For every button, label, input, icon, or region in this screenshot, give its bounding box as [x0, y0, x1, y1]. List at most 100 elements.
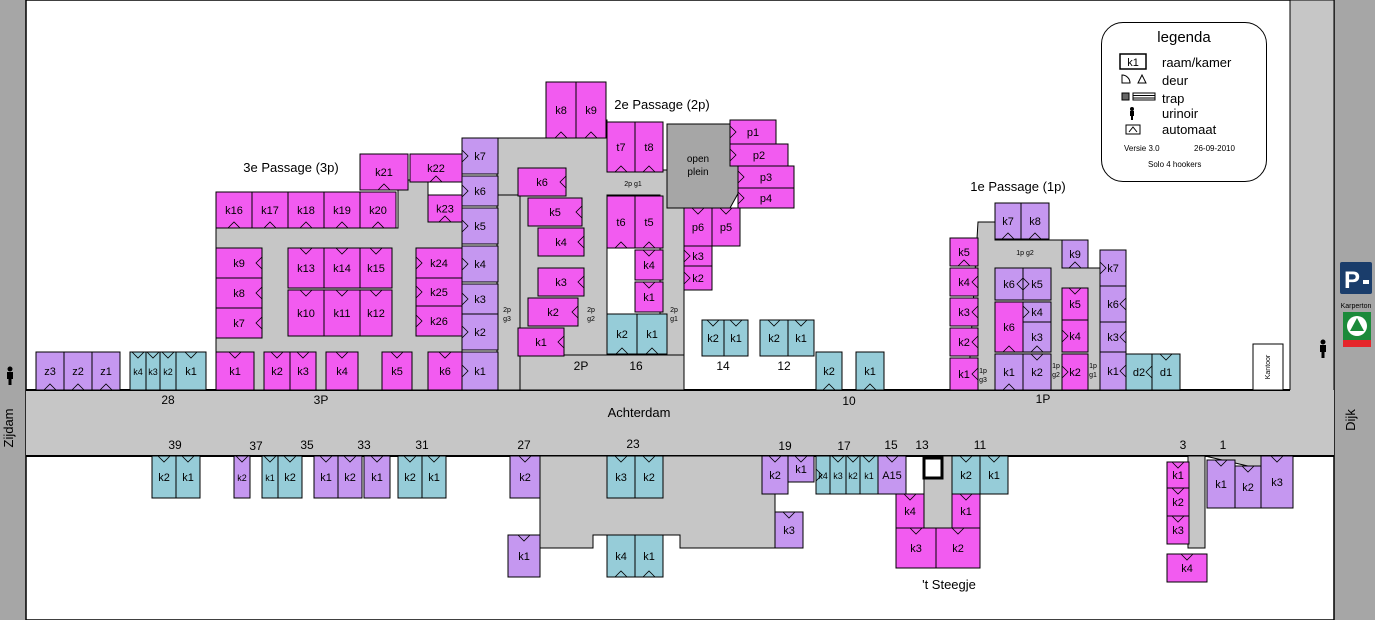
- house-number: 28: [161, 393, 175, 407]
- door-icon: [959, 493, 973, 501]
- room-k20: k20: [359, 191, 397, 229]
- room-box: [1206, 459, 1236, 509]
- room-k3: k3: [537, 267, 585, 297]
- room-box: [509, 455, 541, 499]
- room-box: [1099, 249, 1127, 287]
- room-box: [683, 265, 713, 291]
- room-box: [409, 153, 463, 183]
- door-icon: [1001, 232, 1015, 240]
- room-k6: k6: [517, 167, 567, 197]
- door-icon: [43, 383, 57, 391]
- parking-sign: P Karperton: [1340, 262, 1372, 310]
- door-icon: [729, 148, 737, 162]
- room-label: k8: [1029, 216, 1041, 228]
- door-icon: [263, 455, 277, 463]
- room-label: k2: [1069, 367, 1081, 379]
- door-icon: [1030, 345, 1044, 353]
- door-icon: [517, 534, 531, 542]
- door-icon: [390, 351, 404, 359]
- room-k15: k15: [359, 247, 393, 289]
- room-A15: A15: [877, 455, 907, 495]
- door-icon: [971, 275, 979, 289]
- door-icon: [299, 289, 313, 297]
- room-box: [427, 194, 463, 223]
- door-icon: [461, 149, 469, 163]
- room-k7: k7: [461, 137, 499, 175]
- legend-stair-icon: [1121, 92, 1130, 101]
- door-icon: [559, 175, 567, 189]
- room-box: [1061, 287, 1089, 321]
- gate-2p-g1v: 2p: [670, 307, 678, 314]
- legend-deur: deur: [1162, 73, 1189, 88]
- room-t8: t8: [634, 121, 664, 173]
- room-k2: k2: [1022, 353, 1052, 391]
- legend-note: Solo 4 hookers: [1148, 160, 1202, 169]
- door-icon: [461, 219, 469, 233]
- door-icon: [554, 131, 568, 139]
- room-k1: k1: [507, 534, 541, 578]
- room-label: k3: [297, 366, 309, 378]
- room-label: k2: [960, 470, 972, 482]
- room-k24: k24: [415, 247, 463, 279]
- room-p4: p4: [737, 187, 795, 209]
- door-icon: [614, 455, 628, 463]
- door-icon: [768, 455, 782, 463]
- dijk-street: [1334, 0, 1375, 620]
- room-box: [606, 534, 636, 578]
- room-k18: k18: [287, 191, 325, 229]
- door-icon: [706, 319, 720, 327]
- room-k2: k2: [759, 319, 789, 357]
- door-icon: [737, 170, 745, 184]
- room-k7: k7: [215, 307, 263, 339]
- room-box: [215, 277, 263, 309]
- door-icon: [683, 271, 691, 285]
- room-label: p6: [692, 222, 704, 234]
- passage-3-label: 3e Passage (3p): [243, 160, 338, 175]
- room-label: k1: [182, 472, 194, 484]
- room-label: k2: [848, 471, 858, 481]
- room-box: [517, 167, 567, 197]
- room-label: k1: [428, 472, 440, 484]
- street-label-dijk: Dijk: [1343, 409, 1358, 431]
- legend-symbols: k1: [1119, 53, 1156, 135]
- room-k7: k7: [994, 202, 1022, 240]
- room-k1: k1: [634, 534, 664, 578]
- room-label: k3: [148, 367, 158, 377]
- door-icon: [184, 351, 198, 359]
- door-icon: [1028, 232, 1042, 240]
- house-number: 35: [300, 438, 314, 452]
- room-box: [949, 357, 979, 391]
- room-p3: p3: [737, 165, 795, 189]
- room-box: [1061, 319, 1089, 353]
- room-label: k4: [1181, 563, 1193, 575]
- door-icon: [959, 455, 973, 463]
- door-icon: [794, 319, 808, 327]
- room-k3: k3: [1022, 321, 1052, 353]
- room-label: k1: [988, 470, 1000, 482]
- door-icon: [283, 455, 297, 463]
- house-number: 14: [716, 359, 730, 373]
- room-k1: k1: [949, 357, 979, 391]
- room-label: k1: [1215, 479, 1227, 491]
- legend-trap: trap: [1162, 91, 1185, 106]
- room-label: k1: [1172, 470, 1184, 482]
- door-icon: [794, 455, 808, 463]
- room-label: k9: [233, 258, 245, 270]
- door-icon: [1214, 459, 1228, 467]
- room-box: [415, 247, 463, 279]
- room-k8: k8: [545, 81, 577, 139]
- room-box: [606, 195, 636, 249]
- room-k1: k1: [787, 319, 815, 357]
- parking-icon: P: [1344, 267, 1360, 294]
- room-label: k5: [474, 221, 486, 233]
- room-box: [517, 327, 565, 357]
- room-label: k16: [225, 205, 243, 217]
- room-label: k3: [1107, 332, 1119, 344]
- door-icon: [161, 351, 175, 359]
- room-k3: k3: [461, 283, 499, 315]
- parking-label: Karperton: [1341, 303, 1372, 310]
- room-box: [877, 455, 907, 495]
- room-box: [537, 267, 585, 297]
- door-icon: [767, 319, 781, 327]
